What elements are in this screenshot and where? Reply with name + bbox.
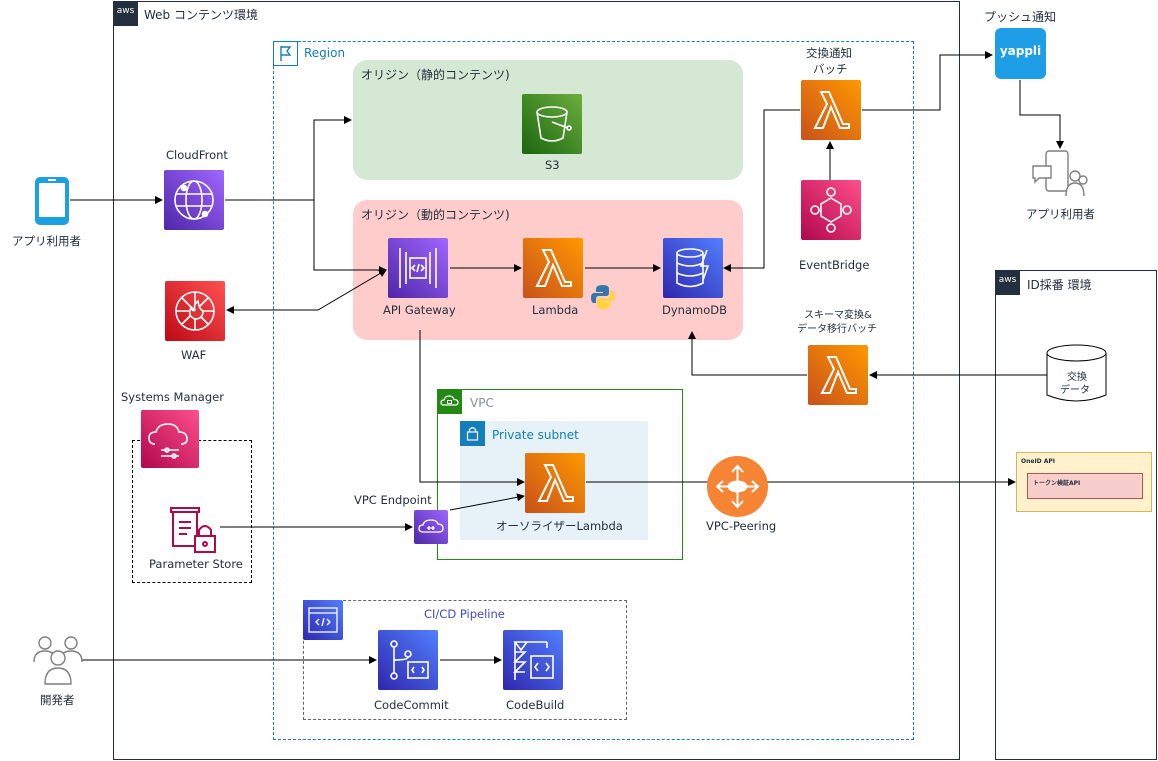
edge-batch-dynamodb bbox=[723, 109, 800, 272]
parameter-store-label: Parameter Store bbox=[149, 557, 243, 571]
exchange-data-cylinder-icon bbox=[1045, 343, 1108, 405]
region-flag-icon bbox=[273, 41, 298, 66]
push-label: プッシュ通知 bbox=[984, 10, 1057, 24]
id-env-title: ID採番 環境 bbox=[1027, 278, 1092, 292]
cloudfront-label: CloudFront bbox=[166, 148, 228, 162]
lambda-icon bbox=[523, 238, 583, 298]
aws-logo-id-icon: aws bbox=[995, 270, 1020, 295]
edge-schemabatch-dynamodb bbox=[688, 331, 807, 376]
dynamodb-icon bbox=[663, 238, 723, 298]
vpc-title: VPC bbox=[470, 396, 494, 410]
edge-waf-apigw bbox=[226, 269, 387, 314]
vpc-endpoint-label: VPC Endpoint bbox=[354, 493, 432, 507]
token-api-box: トークン検証API bbox=[1027, 473, 1143, 499]
web-env-title: Web コンテンツ環境 bbox=[144, 8, 258, 22]
private-subnet-title: Private subnet bbox=[492, 428, 579, 442]
vpc-cloud-icon bbox=[437, 389, 462, 414]
developer-label: 開発者 bbox=[40, 693, 75, 707]
aws-logo-icon: aws bbox=[113, 1, 138, 26]
lambda-label: Lambda bbox=[532, 303, 579, 317]
edge-endpoint-authorizer bbox=[449, 493, 525, 511]
developer-icon bbox=[32, 634, 84, 686]
s3-icon bbox=[522, 94, 582, 154]
waf-label: WAF bbox=[181, 348, 207, 362]
api-gateway-label: API Gateway bbox=[383, 303, 456, 317]
eventbridge-icon bbox=[801, 180, 861, 240]
app-user-right-icon bbox=[1030, 150, 1090, 198]
codecommit-icon bbox=[378, 630, 438, 690]
schema-batch-label-2: データ移行バッチ bbox=[797, 324, 877, 335]
cloudfront-icon bbox=[164, 170, 224, 230]
region-title: Region bbox=[304, 46, 346, 60]
exchange-batch-label-2: バッチ bbox=[813, 62, 848, 76]
region-group bbox=[273, 41, 914, 740]
edge-batch-yappli bbox=[862, 51, 993, 111]
codebuild-label: CodeBuild bbox=[506, 698, 565, 712]
app-user-left-label: アプリ利用者 bbox=[12, 234, 81, 248]
schema-batch-label-1: スキーマ変換& bbox=[804, 310, 872, 321]
dynamodb-label: DynamoDB bbox=[662, 303, 727, 317]
vpc-peering-icon bbox=[706, 455, 769, 518]
vpc-endpoint-icon bbox=[414, 510, 448, 544]
id-env-group bbox=[995, 270, 1157, 760]
cicd-pipeline-icon bbox=[303, 600, 343, 640]
edge-cloudfront-apigw bbox=[313, 200, 387, 274]
codebuild-icon bbox=[503, 630, 563, 690]
authorizer-lambda-icon bbox=[525, 453, 585, 513]
authorizer-lambda-label: オーソライザーLambda bbox=[496, 519, 623, 533]
exchange-batch-lambda-icon bbox=[801, 80, 861, 140]
web-env-group bbox=[113, 1, 960, 760]
eventbridge-label: EventBridge bbox=[799, 258, 870, 272]
codecommit-label: CodeCommit bbox=[374, 698, 449, 712]
mobile-phone-icon bbox=[34, 176, 70, 226]
waf-icon bbox=[165, 281, 225, 341]
python-icon bbox=[590, 284, 616, 310]
app-user-right-label: アプリ利用者 bbox=[1026, 207, 1095, 221]
vpc-group bbox=[437, 389, 683, 560]
exchange-batch-label-1: 交換通知 bbox=[806, 46, 852, 60]
origin-dynamic-title: オリジン（動的コンテンツ) bbox=[361, 208, 510, 222]
origin-static-title: オリジン（静的コンテンツ) bbox=[361, 68, 510, 82]
edge-cloudfront-s3 bbox=[225, 116, 352, 201]
vpc-peering-label: VPC-Peering bbox=[706, 519, 777, 533]
exchange-data-label-1: 交換 bbox=[1067, 372, 1087, 383]
edge-apigw-authorizer bbox=[419, 330, 525, 486]
s3-label: S3 bbox=[545, 158, 560, 172]
yappli-logo-icon: yappli bbox=[995, 28, 1046, 79]
parameter-store-icon bbox=[161, 498, 221, 556]
private-subnet-lock-icon bbox=[460, 421, 485, 446]
api-gateway-icon bbox=[388, 238, 448, 298]
oneid-api-title: OneID API bbox=[1021, 458, 1056, 465]
exchange-data-label-2: データ bbox=[1060, 385, 1090, 396]
edge-yappli-appuser bbox=[1019, 80, 1064, 149]
schema-batch-lambda-icon bbox=[808, 345, 868, 405]
systems-manager-label: Systems Manager bbox=[121, 390, 224, 404]
oneid-api-box: OneID API トークン検証API bbox=[1016, 452, 1152, 512]
systems-manager-icon bbox=[141, 410, 199, 468]
cicd-title: CI/CD Pipeline bbox=[424, 607, 505, 621]
